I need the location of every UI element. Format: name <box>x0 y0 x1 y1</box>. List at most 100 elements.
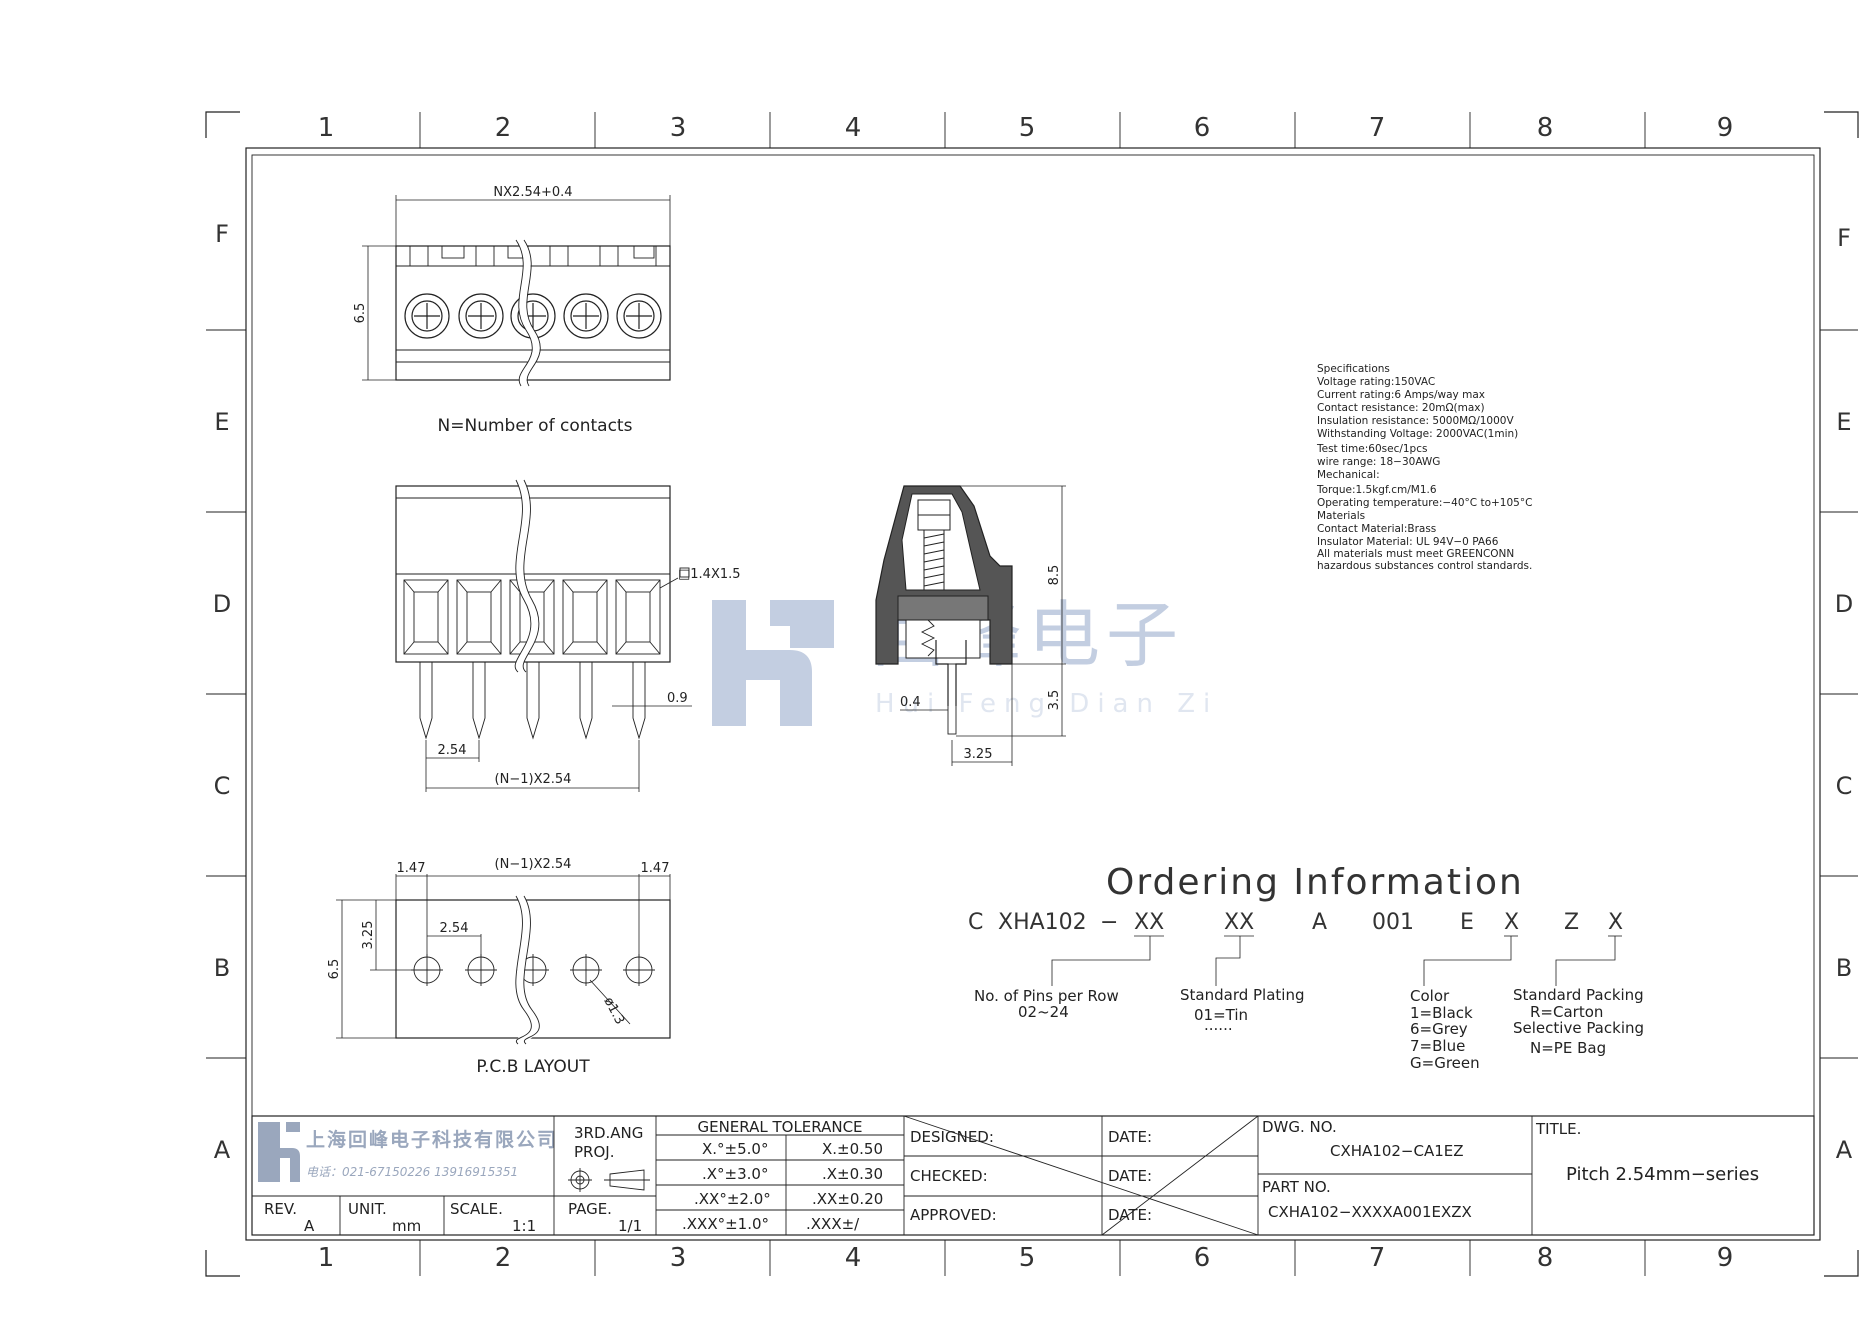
unit-value: mm <box>392 1217 421 1235</box>
grid-col-7-bottom: 7 <box>1369 1243 1386 1273</box>
company-logo <box>258 1122 300 1182</box>
pcb-holes <box>411 954 655 986</box>
grid-col-5-bottom: 5 <box>1019 1243 1036 1273</box>
tolerance-angle: .X°±3.0° <box>702 1165 768 1183</box>
spec-line: wire range: 18−30AWG <box>1317 456 1440 468</box>
specifications: Specifications Voltage rating:150VAC Cur… <box>1316 363 1532 572</box>
side-view-dim-offset: 3.25 <box>964 747 993 762</box>
color-option: G=Green <box>1410 1054 1480 1072</box>
projection-symbol <box>568 1168 650 1192</box>
top-view-screws <box>404 293 662 339</box>
top-view-dim-width: NX2.54+0.4 <box>493 185 572 200</box>
part-no-label: PART NO. <box>1262 1178 1331 1196</box>
ordering-information: Ordering Information C XHA102 − XX XX A … <box>968 862 1644 1072</box>
grid-row-a: A <box>214 1136 231 1164</box>
grid-row-c-right: C <box>1836 772 1853 800</box>
spec-line: Operating temperature:−40°C to+105°C <box>1317 497 1532 509</box>
company-name-cn: 上海回峰电子科技有限公司 <box>306 1128 558 1151</box>
rev-value: A <box>304 1217 315 1235</box>
title-block: 上海回峰电子科技有限公司 电话：021-67150226 13916915351 <box>251 1115 1815 1236</box>
pcb-dim-height: 6.5 <box>327 959 342 980</box>
pcb-dim-left: 1.47 <box>397 861 426 876</box>
front-view-openings <box>403 579 661 655</box>
tolerance-angle: .XX°±2.0° <box>694 1190 771 1208</box>
spec-line: All materials must meet GREENCONN <box>1317 548 1514 560</box>
rev-label: REV. <box>264 1200 297 1218</box>
designed-label: DESIGNED: <box>910 1128 994 1146</box>
color-option: 7=Blue <box>1410 1037 1465 1055</box>
front-view-dim-pitch: 2.54 <box>438 743 467 758</box>
packing-option: R=Carton <box>1530 1003 1603 1021</box>
grid-col-5: 5 <box>1019 113 1036 143</box>
side-view-dim-height: 8.5 <box>1047 565 1062 586</box>
date-label: DATE: <box>1108 1128 1152 1146</box>
grid-col-4-bottom: 4 <box>845 1243 862 1273</box>
packing-option-2: N=PE Bag <box>1530 1039 1606 1057</box>
company-phone: 电话：021-67150226 13916915351 <box>306 1165 518 1179</box>
projection-line-2: PROJ. <box>574 1143 614 1161</box>
ordering-title: Ordering Information <box>1106 862 1524 903</box>
unit-label: UNIT. <box>348 1200 387 1218</box>
top-view-caption: N=Number of contacts <box>438 416 633 436</box>
packing-label: Standard Packing <box>1513 986 1644 1004</box>
spec-line: Contact resistance: 20mΩ(max) <box>1317 402 1485 414</box>
tolerance-linear: .XX±0.20 <box>812 1190 883 1208</box>
approved-label: APPROVED: <box>910 1206 997 1224</box>
dwg-no-label: DWG. NO. <box>1262 1118 1337 1136</box>
title-label: TITLE. <box>1535 1120 1581 1138</box>
tolerance-linear: X.±0.50 <box>822 1140 883 1158</box>
spec-line: Voltage rating:150VAC <box>1317 376 1435 388</box>
grid-col-2-bottom: 2 <box>495 1243 512 1273</box>
code-part: XX <box>1224 910 1254 935</box>
tolerance-linear: .XXX±/ <box>806 1215 860 1233</box>
spec-line: Torque:1.5kgf.cm/M1.6 <box>1316 484 1437 496</box>
code-part: − <box>1100 910 1118 935</box>
grid-row-d-right: D <box>1835 590 1853 618</box>
grid-col-3-bottom: 3 <box>670 1243 687 1273</box>
front-view-dim-pin: 0.9 <box>667 691 688 706</box>
front-view-dim-span: (N−1)X2.54 <box>495 772 572 787</box>
spec-line: Mechanical: <box>1317 469 1380 481</box>
pcb-dim-pitch: 2.54 <box>440 921 469 936</box>
code-part: XX <box>1134 910 1164 935</box>
front-view-dim-square: □1.4X1.5 <box>678 567 741 582</box>
spec-line: Insulation resistance: 5000MΩ/1000V <box>1317 415 1514 427</box>
plating-label: Standard Plating <box>1180 986 1305 1004</box>
packing-label-2: Selective Packing <box>1513 1019 1644 1037</box>
projection-line-1: 3RD.ANG <box>574 1124 643 1142</box>
grid-col-8: 8 <box>1537 113 1554 143</box>
spec-line: Contact Material:Brass <box>1317 523 1436 535</box>
grid-row-d: D <box>213 590 231 618</box>
spec-line: Materials <box>1317 510 1365 522</box>
grid-col-9: 9 <box>1717 113 1734 143</box>
pins-range: 02~24 <box>1018 1003 1069 1021</box>
color-label: Color <box>1410 987 1450 1005</box>
grid-col-6: 6 <box>1194 113 1211 143</box>
color-option: 1=Black <box>1410 1004 1473 1022</box>
spec-line: hazardous substances control standards. <box>1317 560 1532 572</box>
code-part: E <box>1460 910 1474 935</box>
grid-row-e: E <box>214 408 229 436</box>
tolerance-angle: X.°±5.0° <box>702 1140 768 1158</box>
spec-line: Withstanding Voltage: 2000VAC(1min) <box>1317 428 1518 440</box>
pcb-dim-row: 3.25 <box>361 921 376 950</box>
sheet-frame: 1 2 3 4 5 6 7 8 9 1 2 3 4 5 6 7 8 9 F E … <box>205 111 1859 1277</box>
grid-col-4: 4 <box>845 113 862 143</box>
grid-col-6-bottom: 6 <box>1194 1243 1211 1273</box>
front-view: □1.4X1.5 0.9 2.54 (N−1)X2.54 <box>395 478 741 792</box>
scale-label: SCALE. <box>450 1200 503 1218</box>
page-value: 1/1 <box>618 1217 642 1235</box>
grid-row-f: F <box>215 220 229 248</box>
grid-row-a-right: A <box>1836 1136 1853 1164</box>
watermark-logo <box>712 600 834 726</box>
tolerance-angle: .XXX°±1.0° <box>682 1215 769 1233</box>
grid-row-e-right: E <box>1836 408 1851 436</box>
code-part: C <box>968 910 983 935</box>
grid-col-8-bottom: 8 <box>1537 1243 1554 1273</box>
pins-label: No. of Pins per Row <box>974 987 1119 1005</box>
grid-col-3: 3 <box>670 113 687 143</box>
drawing-title: Pitch 2.54mm−series <box>1566 1164 1759 1185</box>
tolerance-header: GENERAL TOLERANCE <box>697 1118 862 1136</box>
code-part: Z <box>1564 910 1579 935</box>
